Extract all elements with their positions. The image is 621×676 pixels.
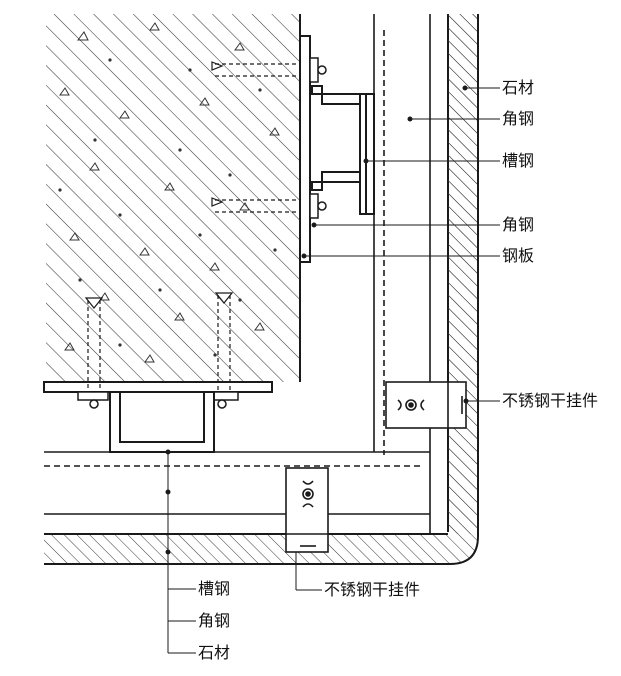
label-angle-steel-bottom: 角钢 [198, 611, 231, 630]
bottom-channel-steel [109, 391, 215, 453]
leader-lines-right [301, 85, 500, 404]
stainless-hanger-right [385, 381, 467, 429]
bolt-nuts-wall [309, 57, 327, 219]
vertical-steel-frame [373, 14, 431, 534]
label-angle-steel-lower: 角钢 [502, 215, 535, 234]
bottom-stone-panel [44, 14, 479, 565]
label-channel-steel-right: 槽钢 [502, 151, 535, 170]
label-stainless-hanger-bottom: 不锈钢干挂件 [324, 580, 421, 599]
label-angle-steel-upper: 角钢 [502, 109, 535, 128]
bolt-nuts-bottom [77, 391, 239, 409]
label-stone-bottom: 石材 [198, 643, 231, 662]
label-stainless-hanger-right: 不锈钢干挂件 [502, 391, 599, 410]
label-channel-steel-bottom: 槽钢 [198, 579, 231, 598]
horizontal-steel-frame [44, 451, 430, 515]
stainless-hanger-bottom [285, 467, 329, 553]
bottom-steel-plate [43, 381, 273, 393]
concrete-wall [46, 14, 301, 382]
anchor-bolts [84, 61, 305, 395]
wall-angle-and-channel [311, 85, 375, 215]
steel-plate [299, 35, 311, 263]
label-stone-right: 石材 [502, 78, 535, 97]
leader-lines-bottom [165, 449, 322, 654]
label-steel-plate: 钢板 [502, 246, 535, 265]
